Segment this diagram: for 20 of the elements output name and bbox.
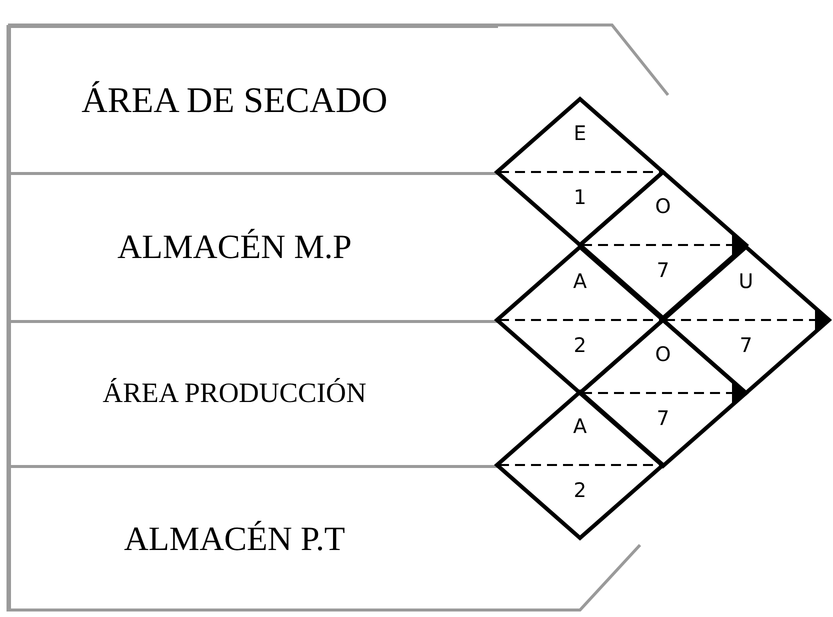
area-band	[8, 25, 498, 172]
rating-letter: E	[574, 123, 586, 143]
rating-letter: U	[738, 271, 754, 291]
reason-code: 7	[656, 260, 670, 280]
area-band	[8, 172, 498, 320]
rating-letter: O	[655, 344, 671, 364]
rating-letter: A	[573, 416, 587, 436]
area-band	[8, 465, 498, 610]
rating-letter: A	[573, 271, 587, 291]
reason-code: 7	[656, 408, 670, 428]
area-name: ÁREA PRODUCCIÓN	[102, 377, 368, 411]
reason-code: 2	[574, 480, 586, 500]
area-name: ÁREA DE SECADO	[81, 79, 389, 122]
reason-code: 7	[740, 335, 752, 355]
rating-letter: O	[655, 196, 671, 216]
area-name: ALMACÉN M.P	[117, 228, 353, 268]
area-name: ALMACÉN P.T	[124, 520, 346, 560]
area-band	[8, 320, 498, 465]
reason-code: 2	[574, 335, 586, 355]
reason-code: 1	[574, 187, 586, 207]
